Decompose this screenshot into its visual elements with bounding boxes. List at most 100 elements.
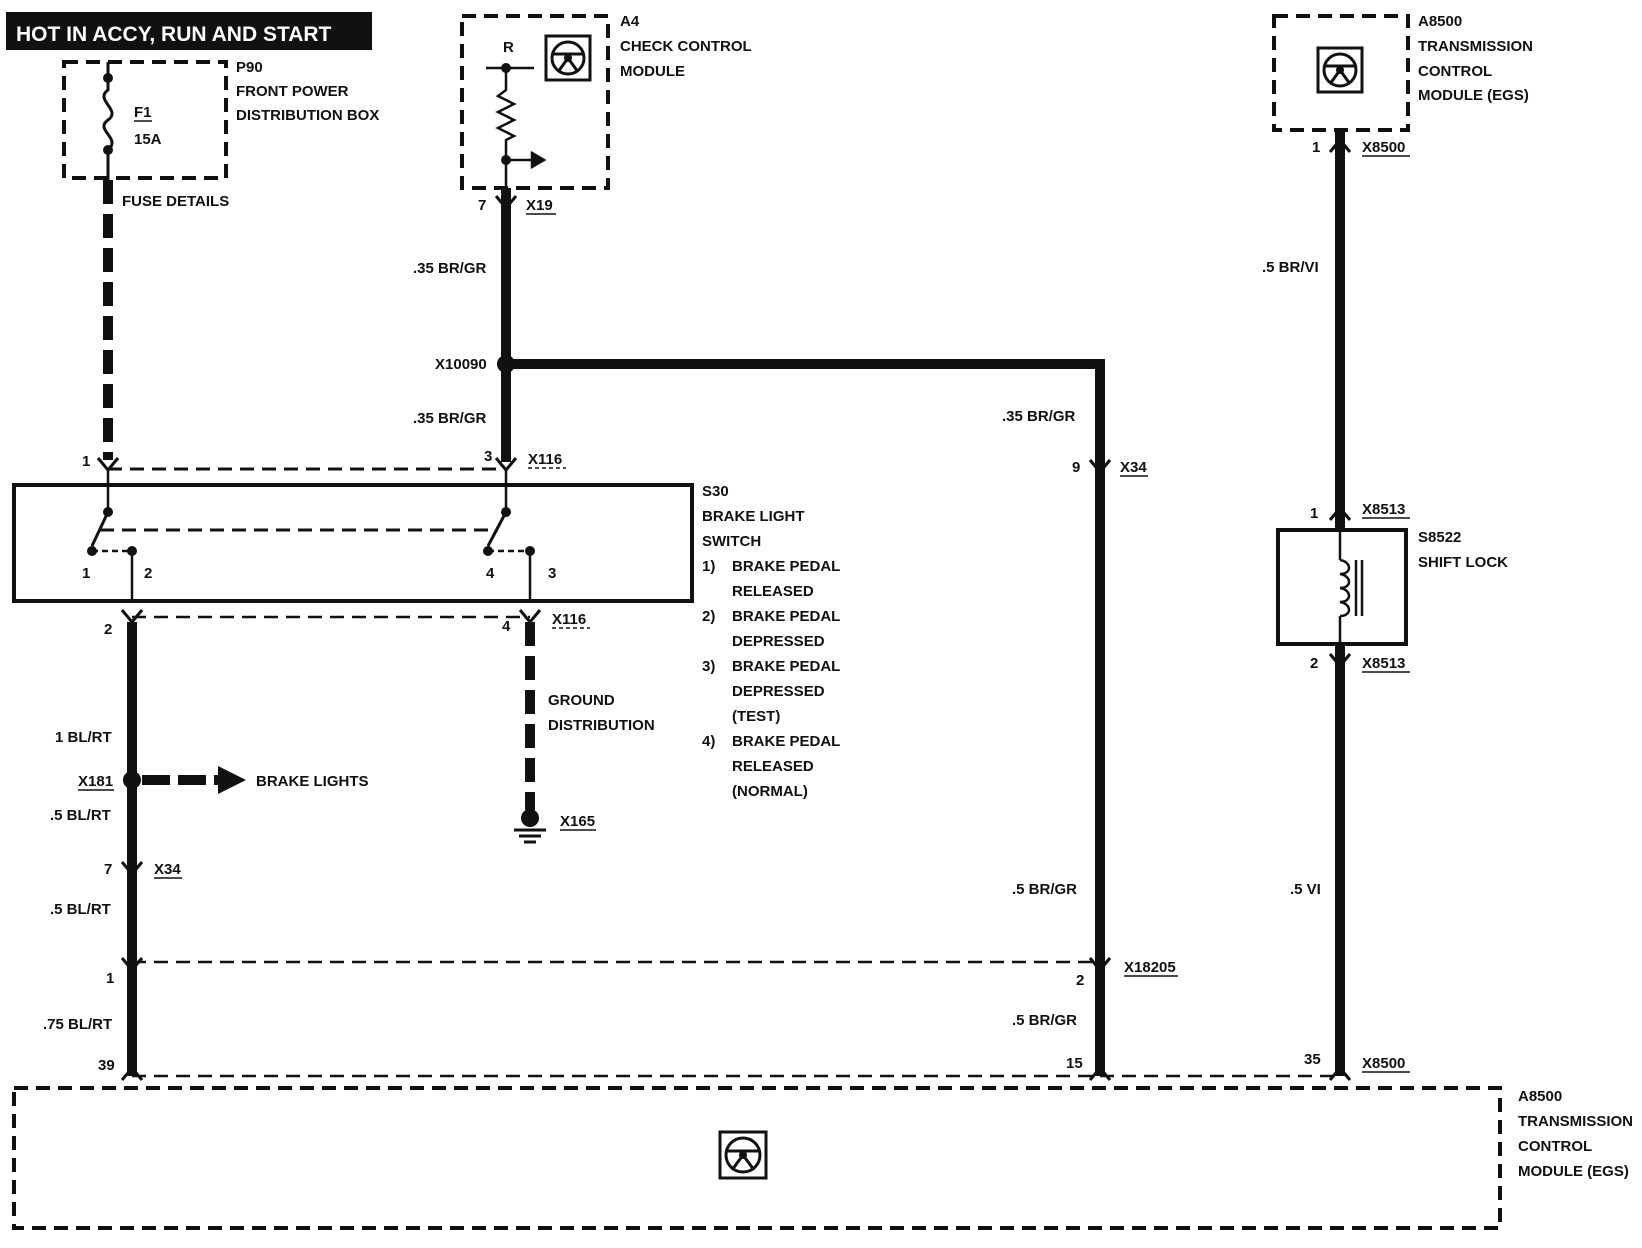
s30-state-3-l1: BRAKE PEDAL — [732, 658, 840, 675]
x18205-pin-2: 2 — [1076, 972, 1084, 989]
s30-state-1-l1: BRAKE PEDAL — [732, 558, 840, 575]
ground-line1: GROUND — [548, 692, 615, 709]
a8500-bottom-line2: CONTROL — [1518, 1138, 1592, 1155]
x8500-top-name: X8500 — [1362, 139, 1405, 156]
fuse-details-label: FUSE DETAILS — [122, 193, 229, 210]
s30-pin-1: 1 — [82, 565, 90, 582]
arrow-icon — [506, 150, 547, 170]
steering-wheel-icon — [718, 1130, 768, 1180]
x34-mid-name: X34 — [1120, 459, 1147, 476]
a8500-top-id: A8500 — [1418, 13, 1462, 30]
s30-state-3-l2: DEPRESSED — [732, 683, 825, 700]
x8500-top-pin: 1 — [1312, 139, 1320, 156]
s30-state-3-num: 3) — [702, 658, 715, 675]
x116-top-name: X116 — [528, 451, 562, 468]
x181-label: X181 — [78, 773, 113, 790]
resistor-icon — [495, 68, 517, 190]
s30-id: S30 — [702, 483, 729, 500]
p90-box — [62, 60, 228, 180]
a8500-bottom-line3: MODULE (EGS) — [1518, 1163, 1629, 1180]
s8522-line1: SHIFT LOCK — [1418, 554, 1508, 571]
x8500-bottom-name: X8500 — [1362, 1055, 1405, 1072]
x8500-bottom-pin-15: 15 — [1066, 1055, 1083, 1072]
x116-top-pin-1: 1 — [82, 453, 90, 470]
s30-state-4-l2: RELEASED — [732, 758, 814, 775]
steering-wheel-icon — [1316, 46, 1364, 94]
coil-icon — [1338, 530, 1364, 644]
a8500-bottom-line1: TRANSMISSION — [1518, 1113, 1633, 1130]
fuse-icon — [102, 62, 114, 180]
a4-line2: MODULE — [620, 63, 685, 80]
x34-left-name: X34 — [154, 861, 181, 878]
a8500-bottom-id: A8500 — [1518, 1088, 1562, 1105]
s30-state-4-num: 4) — [702, 733, 715, 750]
title-banner: HOT IN ACCY, RUN AND START — [6, 12, 372, 50]
x19-pin: 7 — [478, 197, 486, 214]
splice-x181 — [123, 771, 141, 789]
page-title: HOT IN ACCY, RUN AND START — [16, 23, 332, 46]
x34-left-pin: 7 — [104, 861, 112, 878]
x8500-bottom-pin-35: 35 — [1304, 1051, 1321, 1068]
wire-right-top: .5 BR/VI — [1262, 259, 1319, 276]
p90-line1: FRONT POWER — [236, 83, 349, 100]
wire-left-2: .5 BL/RT — [50, 807, 111, 824]
x116-bot-pin-2: 2 — [104, 621, 112, 638]
x8513-top-pin: 1 — [1310, 505, 1318, 522]
ground-icon — [514, 809, 546, 844]
s30-state-2-l1: BRAKE PEDAL — [732, 608, 840, 625]
a4-line1: CHECK CONTROL — [620, 38, 752, 55]
wire-a4-top: .35 BR/GR — [413, 260, 487, 277]
s30-state-2-num: 2) — [702, 608, 715, 625]
wire-left-3: .5 BL/RT — [50, 901, 111, 918]
a8500-top-line3: MODULE (EGS) — [1418, 87, 1529, 104]
x8500-bottom-pin-39: 39 — [98, 1057, 115, 1074]
s30-state-2-l2: DEPRESSED — [732, 633, 825, 650]
x10090-label: X10090 — [435, 356, 487, 373]
s30-state-1-l2: RELEASED — [732, 583, 814, 600]
x18205-name: X18205 — [1124, 959, 1176, 976]
brake-lights-label: BRAKE LIGHTS — [256, 773, 369, 790]
s30-line1: BRAKE LIGHT — [702, 508, 805, 525]
s30-pin-4: 4 — [486, 565, 495, 582]
arrow-icon — [218, 766, 246, 794]
s30-state-4-l1: BRAKE PEDAL — [732, 733, 840, 750]
x19-name: X19 — [526, 197, 553, 214]
a8500-top-line1: TRANSMISSION — [1418, 38, 1533, 55]
wire-mid-1: .5 BR/GR — [1012, 881, 1077, 898]
steering-wheel-icon — [544, 34, 592, 82]
a8500-bottom-box — [12, 1086, 1502, 1230]
wire-left-1: 1 BL/RT — [55, 729, 112, 746]
a4-box — [460, 14, 610, 190]
p90-id: P90 — [236, 59, 263, 76]
a4-id: A4 — [620, 13, 640, 30]
s30-state-1-num: 1) — [702, 558, 715, 575]
wire-right-bottom: .5 VI — [1290, 881, 1321, 898]
x116-bot-name: X116 — [552, 611, 586, 628]
fuse-id: F1 — [134, 104, 152, 121]
s30-box — [12, 483, 694, 603]
ground-connector: X165 — [560, 813, 595, 830]
x34-mid-pin: 9 — [1072, 459, 1080, 476]
x8513-bot-name: X8513 — [1362, 655, 1405, 672]
splice-wire — [506, 359, 1105, 1076]
x116-bot-pin-4: 4 — [502, 618, 511, 635]
s30-pin-3: 3 — [548, 565, 556, 582]
switch-icon — [87, 470, 535, 601]
a4-pin-label: R — [503, 39, 514, 56]
p90-line2: DISTRIBUTION BOX — [236, 107, 379, 124]
wire-a4-mid: .35 BR/GR — [413, 410, 487, 427]
fuse-rating: 15A — [134, 131, 162, 148]
x116-top-pin-3: 3 — [484, 448, 492, 465]
s30-state-3-l3: (TEST) — [732, 708, 780, 725]
x8513-bot-pin: 2 — [1310, 655, 1318, 672]
a8500-top-box — [1272, 14, 1410, 132]
x8513-top-name: X8513 — [1362, 501, 1405, 518]
s8522-id: S8522 — [1418, 529, 1461, 546]
x18205-pin-1: 1 — [106, 970, 114, 987]
s30-state-4-l3: (NORMAL) — [732, 783, 808, 800]
wire-mid-2: .5 BR/GR — [1012, 1012, 1077, 1029]
ground-line2: DISTRIBUTION — [548, 717, 655, 734]
s30-pin-2: 2 — [144, 565, 152, 582]
s30-line2: SWITCH — [702, 533, 761, 550]
a8500-top-line2: CONTROL — [1418, 63, 1492, 80]
